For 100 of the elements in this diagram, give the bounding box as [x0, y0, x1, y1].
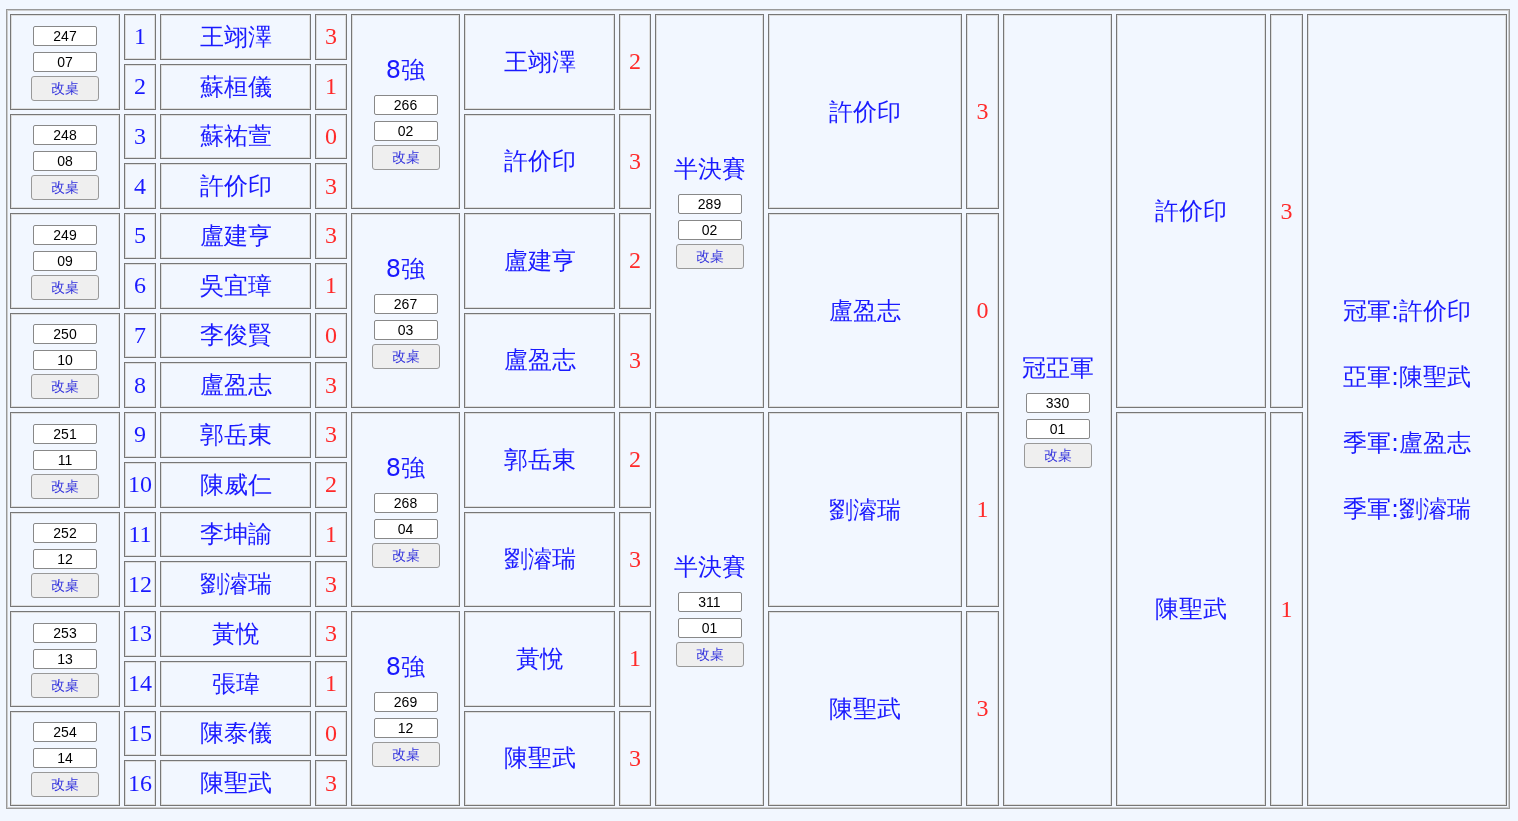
- input-field: 04: [373, 518, 438, 539]
- round-title: 半決賽: [673, 154, 746, 185]
- player-name: 盧盈志: [829, 295, 901, 327]
- change-table-button: 改桌: [31, 473, 99, 499]
- table-cell: [160, 760, 311, 806]
- change-table-button: 改桌: [371, 144, 440, 170]
- table-cell: [124, 262, 156, 309]
- round-title: 冠亞軍: [1021, 353, 1094, 384]
- player-name: 王翊澤: [503, 46, 576, 78]
- match-score: 3: [325, 421, 337, 449]
- table-cell: [124, 760, 156, 806]
- table-cell: [966, 611, 999, 806]
- input-field: 13: [33, 648, 97, 669]
- player-name: 陳聖武: [199, 768, 272, 800]
- match-score: 1: [325, 520, 337, 548]
- player-name: 郭岳東: [503, 444, 576, 476]
- player-name: 蘇桓儀: [199, 71, 272, 103]
- seed-number: 10: [128, 471, 152, 499]
- table-cell: [10, 710, 120, 806]
- match-score: 3: [629, 744, 641, 772]
- table-cell: [124, 412, 156, 458]
- table-cell: [160, 163, 311, 209]
- input-field: 14: [33, 748, 97, 769]
- table-cell: [619, 511, 651, 607]
- change-table-button: 改桌: [371, 741, 440, 767]
- input-field: 247: [33, 25, 97, 46]
- match-score: 1: [629, 645, 641, 673]
- table-cell: [619, 312, 651, 408]
- table-cell: [768, 412, 962, 607]
- table-cell: [160, 213, 311, 259]
- match-score: 3: [325, 172, 337, 200]
- input-field: 01: [677, 618, 742, 638]
- table-cell: [1270, 412, 1303, 806]
- table-cell: [10, 412, 120, 508]
- table-cell: [619, 213, 651, 309]
- table-cell: [315, 113, 347, 160]
- player-name: 許价印: [199, 171, 272, 203]
- change-table-button: 改桌: [1023, 443, 1092, 468]
- table-cell: [315, 611, 347, 657]
- player-name: 李坤諭: [199, 519, 272, 551]
- input-field: 267: [373, 293, 438, 314]
- table-cell: [124, 660, 156, 707]
- match-score: 3: [629, 346, 641, 374]
- table-cell: [768, 611, 962, 806]
- table-cell: [124, 63, 156, 110]
- match-score: 0: [325, 122, 337, 150]
- table-cell: [315, 262, 347, 309]
- table-cell: [1116, 412, 1266, 806]
- table-cell: [160, 113, 311, 160]
- table-cell: [160, 710, 311, 757]
- change-table-button: 改桌: [371, 542, 440, 568]
- change-table-button: 改桌: [675, 642, 744, 667]
- table-cell: [124, 14, 156, 60]
- seed-number: 13: [128, 620, 152, 648]
- table-cell: [124, 163, 156, 209]
- player-name: 陳聖武: [829, 693, 901, 725]
- player-name: 蘇祐萱: [199, 121, 272, 153]
- match-score: 1: [1280, 595, 1293, 623]
- table-cell: [315, 511, 347, 558]
- table-cell: [464, 14, 615, 110]
- match-score: 2: [629, 446, 641, 474]
- input-field: 12: [373, 717, 438, 738]
- seed-number: 8: [134, 371, 146, 399]
- player-name: 郭岳東: [199, 419, 272, 451]
- player-name: 陳泰儀: [199, 718, 272, 750]
- table-cell: [315, 461, 347, 508]
- round-title: 半決賽: [673, 552, 746, 583]
- table-cell: [351, 412, 460, 607]
- table-cell: [315, 213, 347, 259]
- input-field: 10: [33, 350, 97, 371]
- match-score: 3: [325, 23, 337, 51]
- input-field: 251: [33, 423, 97, 444]
- table-cell: [160, 262, 311, 309]
- ranking-result: 季軍:盧盈志: [1342, 428, 1472, 459]
- match-score: 2: [629, 247, 641, 275]
- table-cell: [464, 412, 615, 508]
- match-score: 3: [325, 222, 337, 250]
- change-table-button: 改桌: [31, 75, 99, 101]
- table-cell: [160, 511, 311, 558]
- match-score: 2: [325, 471, 337, 499]
- seed-number: 11: [128, 520, 152, 548]
- table-cell: [966, 412, 999, 607]
- table-cell: [966, 213, 999, 408]
- table-cell: [160, 312, 311, 359]
- seed-number: 7: [134, 321, 146, 349]
- seed-number: 15: [128, 719, 152, 747]
- seed-number: 9: [134, 421, 146, 449]
- match-score: 0: [976, 297, 989, 324]
- change-table-button: 改桌: [675, 244, 744, 269]
- input-field: 01: [1025, 419, 1090, 439]
- table-cell: [124, 710, 156, 757]
- table-cell: [464, 611, 615, 707]
- player-name: 黃悅: [211, 618, 260, 650]
- match-score: 3: [629, 147, 641, 175]
- round-title: 8強: [385, 452, 426, 484]
- player-name: 陳聖武: [503, 743, 576, 775]
- table-cell: [124, 611, 156, 657]
- input-field: 07: [33, 51, 97, 72]
- table-cell: [315, 163, 347, 209]
- table-cell: [10, 213, 120, 309]
